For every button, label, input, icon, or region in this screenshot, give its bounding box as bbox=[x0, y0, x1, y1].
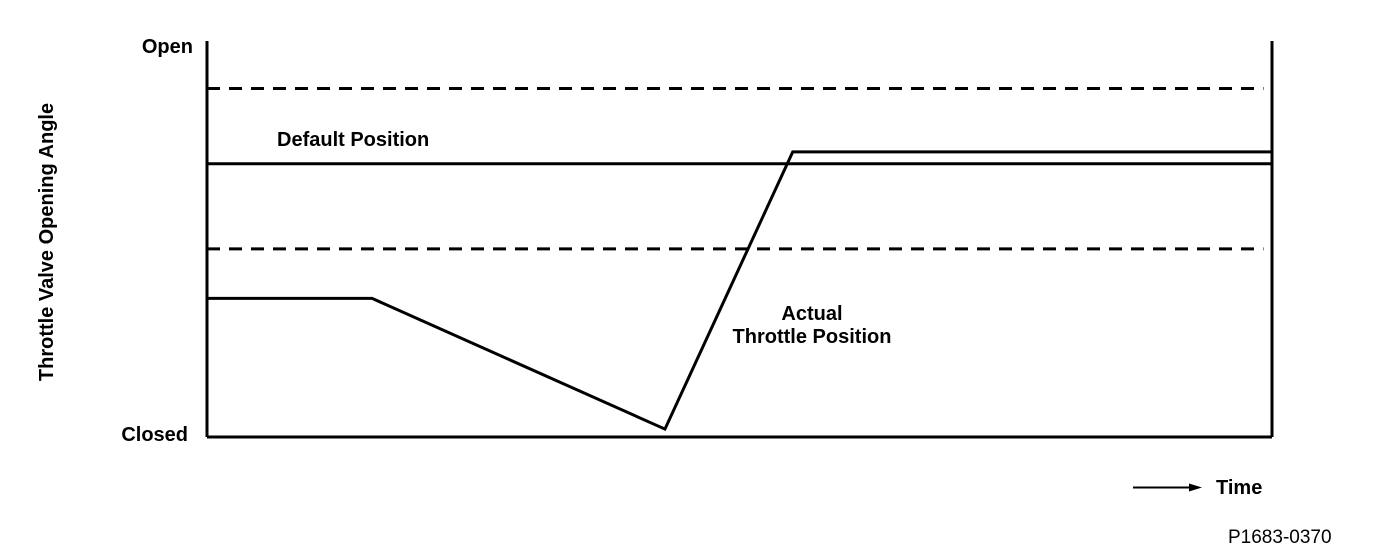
default-position-label: Default Position bbox=[277, 129, 430, 151]
y-axis-tick-closed: Closed bbox=[121, 424, 188, 446]
actual-throttle-position-label: Actual Throttle Position bbox=[733, 303, 892, 349]
y-axis-tick-open: Open bbox=[141, 36, 193, 58]
figure-part-number: P1683-0370 bbox=[1228, 527, 1332, 548]
actual-label-line1: Actual bbox=[781, 303, 843, 325]
series-actual-throttle-position bbox=[207, 150, 1272, 432]
actual-label-line2: Throttle Position bbox=[732, 326, 892, 348]
x-axis-title: Time bbox=[1216, 477, 1263, 499]
time-axis-arrow-icon bbox=[1133, 483, 1202, 492]
